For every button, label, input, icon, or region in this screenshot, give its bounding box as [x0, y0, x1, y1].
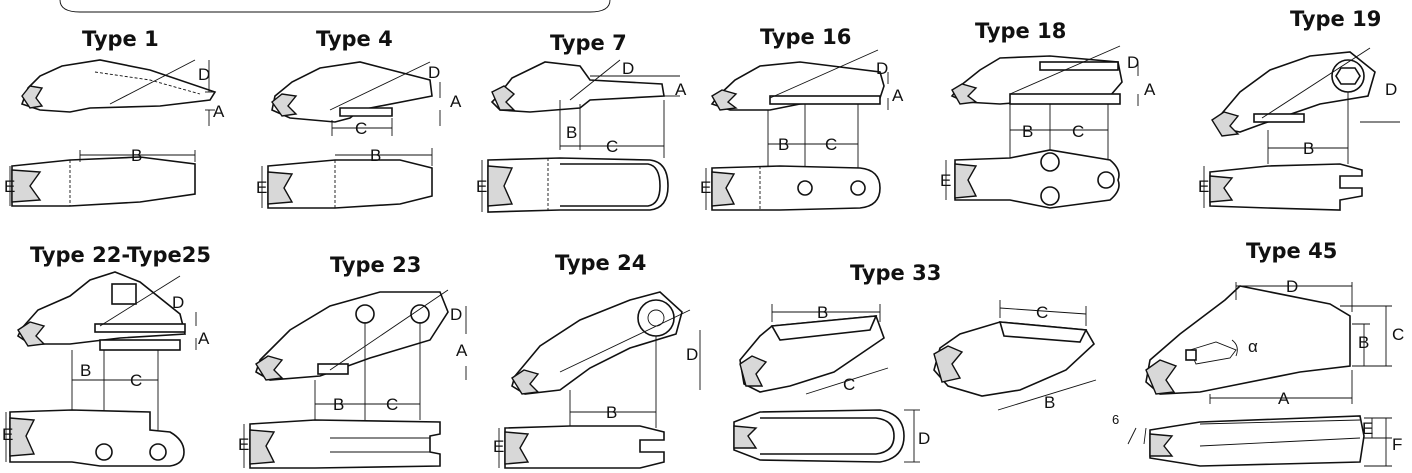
type-7-side-view: [490, 61, 665, 113]
type-18-dim-b: B: [1022, 122, 1033, 141]
type-23-title: Type 23: [330, 253, 421, 277]
type-18-dim-e: E: [940, 171, 951, 190]
type-18-panel: Type 18 D A B C E: [940, 19, 1156, 209]
type-33-dim-b1: B: [817, 303, 828, 322]
type-33-dim-c1: C: [843, 375, 855, 394]
type-4-dim-d: D: [428, 63, 440, 82]
type-4-side-view: [271, 61, 433, 123]
type-45-panel: Type 45 D C B α A 6 E F: [1112, 239, 1404, 467]
type-45-title: Type 45: [1246, 239, 1337, 263]
type-19-top-view: [1209, 163, 1363, 211]
type-16-dim-e: E: [700, 178, 711, 197]
type-1-dim-b: B: [131, 146, 142, 165]
type-23-dim-e: E: [238, 435, 249, 454]
type-16-title: Type 16: [760, 25, 851, 49]
type-4-panel: Type 4 D A C B E: [256, 27, 462, 209]
type-16-dim-a: A: [892, 86, 904, 105]
type-45-bottom-view: [1149, 415, 1365, 467]
type-24-dim-e: E: [493, 437, 504, 456]
type-16-top-view: [711, 165, 881, 211]
type-16-dim-d: D: [876, 59, 888, 78]
type-7-dim-b: B: [566, 123, 577, 142]
type-22-25-title: Type 22-Type25: [30, 243, 211, 267]
type-22-25-top-view: [9, 409, 185, 467]
type-16-panel: Type 16 D A B C E: [700, 25, 904, 211]
type-23-dim-a: A: [456, 341, 468, 360]
type-1-dim-d: D: [198, 65, 210, 84]
type-1-top-view: [11, 156, 196, 207]
type-1-dim-a: A: [213, 102, 225, 121]
type-18-dim-a: A: [1144, 80, 1156, 99]
type-24-dim-b: B: [606, 403, 617, 422]
type-45-dim-f: F: [1392, 435, 1402, 454]
type-33-dim-b2: B: [1044, 393, 1055, 412]
type-22-25-dim-a: A: [198, 329, 210, 348]
type-22-25-panel: Type 22-Type25 D A B C E: [2, 243, 211, 467]
type-4-dim-b: B: [370, 146, 381, 165]
type-45-dim-a: A: [1278, 389, 1290, 408]
type-4-dim-a: A: [450, 92, 462, 111]
type-4-dim-c: C: [355, 119, 367, 138]
type-24-top-view: [504, 425, 665, 469]
type-45-dim-6: 6: [1112, 412, 1119, 427]
type-33-dim-c2: C: [1036, 303, 1048, 322]
type-7-dim-a: A: [675, 80, 687, 99]
type-16-dim-b: B: [778, 135, 789, 154]
type-4-title: Type 4: [316, 27, 393, 51]
type-7-title: Type 7: [550, 31, 627, 55]
type-45-dim-e: E: [1362, 419, 1373, 438]
type-18-top-view: [954, 149, 1120, 209]
type-1-side-view: [20, 59, 217, 113]
type-18-dim-c: C: [1072, 122, 1084, 141]
type-23-dim-d: D: [450, 305, 462, 324]
type-24-title: Type 24: [555, 251, 646, 275]
type-1-dim-e: E: [4, 177, 15, 196]
type-23-panel: Type 23 D A B C E: [238, 253, 468, 469]
type-23-dim-c: C: [386, 395, 398, 414]
type-1-panel: Type 1 D A B E: [4, 27, 225, 207]
type-45-dim-alpha: α: [1248, 337, 1258, 356]
type-7-dim-d: D: [622, 59, 634, 78]
type-7-panel: Type 7 D A B C E: [476, 31, 687, 213]
type-22-25-side-view: [16, 271, 187, 345]
frame-edge: [59, 0, 611, 13]
type-23-top-view: [249, 419, 441, 469]
type-19-dim-b: B: [1303, 139, 1314, 158]
type-22-25-dim-c: C: [130, 371, 142, 390]
type-19-dim-e: E: [1198, 177, 1209, 196]
type-18-title: Type 18: [975, 19, 1066, 43]
type-7-dim-e: E: [476, 177, 487, 196]
type-16-dim-c: C: [825, 135, 837, 154]
type-24-dim-d: D: [686, 345, 698, 364]
type-24-panel: Type 24 D B E: [493, 251, 701, 469]
type-33-iso-view-1: [739, 315, 885, 393]
type-4-dim-e: E: [256, 178, 267, 197]
type-19-title: Type 19: [1290, 7, 1381, 31]
type-33-dim-d: D: [918, 429, 930, 448]
type-18-dim-d: D: [1127, 53, 1139, 72]
type-22-25-dim-e: E: [2, 425, 13, 444]
type-45-dim-d: D: [1286, 277, 1298, 296]
type-19-panel: Type 19 D B E: [1198, 7, 1400, 211]
type-4-top-view: [267, 159, 433, 209]
type-19-dim-d: D: [1385, 80, 1397, 99]
type-45-dim-b: B: [1358, 333, 1369, 352]
type-33-title: Type 33: [850, 261, 941, 285]
type-22-25-dim-b: B: [80, 361, 91, 380]
type-22-25-dim-d: D: [172, 293, 184, 312]
type-33-panel: Type 33 B C D C B: [733, 261, 1097, 463]
type-45-dim-c: C: [1392, 325, 1404, 344]
type-1-title: Type 1: [82, 27, 159, 51]
type-23-dim-b: B: [333, 395, 344, 414]
type-7-dim-c: C: [606, 137, 618, 156]
